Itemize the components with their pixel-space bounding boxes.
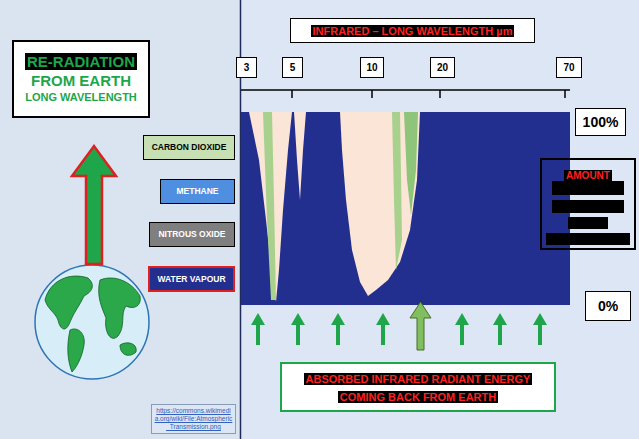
box-text: WATER VAPOUR: [157, 274, 225, 285]
label-text: 10: [366, 62, 377, 73]
text-box: RE-RADIATION FROM EARTHLONG WAVELENGTH: [12, 40, 150, 118]
axis-tick-label: 70: [556, 57, 582, 78]
co2-band: [263, 112, 276, 300]
axis-ticks: [292, 90, 565, 98]
label-text: 5: [290, 62, 296, 73]
axis-tick-label: 3: [236, 57, 257, 78]
box-text: RE-RADIATION: [25, 53, 137, 70]
source-link: https://commons.wikimedia.org/wiki/File:…: [151, 404, 236, 434]
label-text: 3: [244, 62, 250, 73]
label-text: 70: [563, 62, 574, 73]
text-box: WATER VAPOUR: [148, 266, 235, 292]
co2-band: [404, 112, 418, 215]
label-text: 0%: [598, 298, 618, 314]
redacted-bars: [546, 181, 630, 245]
transmission-window: [340, 112, 420, 296]
percent-label: 0%: [585, 291, 631, 321]
label-text: 100%: [583, 114, 619, 130]
axis-tick-label: 20: [430, 57, 455, 78]
title-box: INFRARED – LONG WAVELENGTH µm: [290, 18, 535, 43]
absorption-chart: [241, 112, 570, 305]
transmission-window: [249, 112, 292, 302]
text-box: AMOUNT: [540, 158, 636, 250]
box-text: LONG WAVELENGTH: [25, 91, 137, 105]
label-text: 20: [437, 62, 448, 73]
text-box: CARBON DIOXIDE: [143, 135, 235, 160]
box-text: NITROUS OXIDE: [158, 229, 225, 240]
percent-label: 100%: [575, 108, 626, 136]
axis-tick-label: 10: [360, 57, 384, 78]
box-text: FROM EARTH: [31, 72, 131, 91]
earth-continents: [45, 276, 140, 372]
box-text: CARBON DIOXIDE: [152, 142, 227, 153]
earth-globe: [35, 265, 149, 379]
box-text: ABSORBED INFRARED RADIANT ENERGY COMING …: [304, 373, 533, 403]
url-text: https://commons.wikimedia.org/wiki/File:…: [154, 407, 233, 430]
text-line: AMOUNT: [564, 165, 612, 183]
text-box: NITROUS OXIDE: [149, 222, 235, 247]
text-line: RE-RADIATION: [25, 53, 137, 72]
radiation-arrows: [251, 313, 547, 345]
left-panel: [0, 0, 240, 439]
text-box: ABSORBED INFRARED RADIANT ENERGY COMING …: [280, 362, 556, 412]
title-text: INFRARED – LONG WAVELENGTH µm: [311, 25, 515, 37]
window-arrow: [410, 302, 431, 350]
re-radiation-arrow: [72, 146, 116, 264]
axis-line: [241, 89, 570, 91]
box-text: AMOUNT: [564, 170, 612, 181]
text-box: METHANE: [160, 179, 235, 204]
box-text: METHANE: [176, 186, 218, 197]
text-line: ABSORBED INFRARED RADIANT ENERGY COMING …: [286, 369, 550, 405]
axis-tick-label: 5: [282, 57, 303, 78]
right-panel: [241, 0, 639, 439]
co2-band: [392, 112, 402, 270]
transmission-window: [294, 112, 306, 200]
